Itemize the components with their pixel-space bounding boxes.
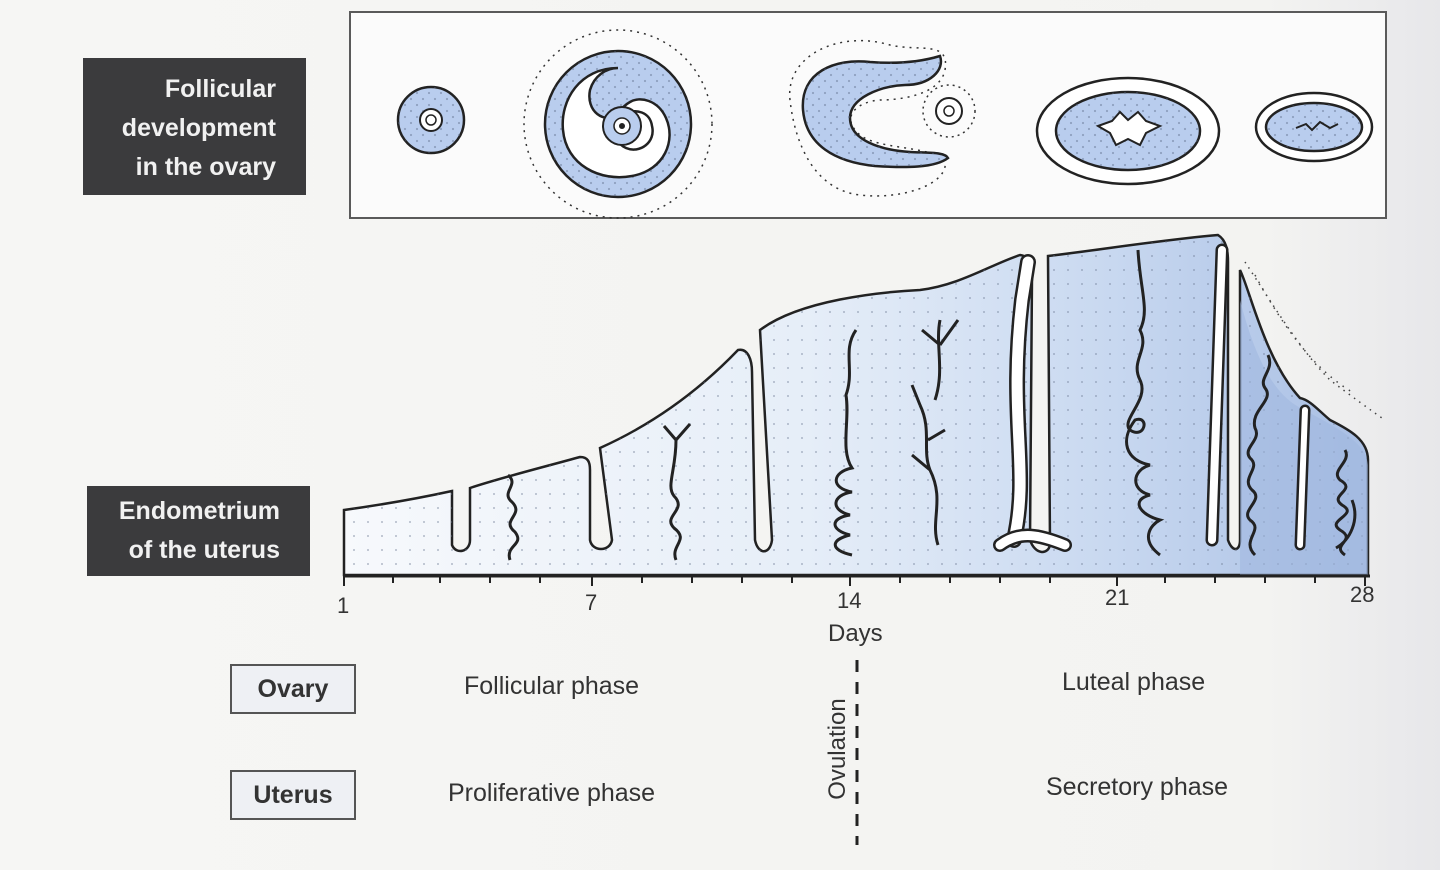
endometrium-profile — [342, 233, 1386, 577]
ovary-row-box: Ovary — [230, 664, 356, 714]
endometrium-label: Endometrium of the uterus — [87, 486, 310, 576]
secondary-follicle — [523, 29, 713, 219]
proliferative-phase-label: Proliferative phase — [448, 779, 656, 807]
tick-day-14: 14 — [837, 588, 862, 613]
uterine-glands — [993, 243, 1311, 552]
follicular-label-line3: in the ovary — [135, 153, 276, 181]
corpus-luteum — [1035, 76, 1221, 186]
endometrium-label-line1: Endometrium — [118, 497, 280, 525]
corpus-albicans — [1254, 91, 1374, 163]
luteal-phase-label: Luteal phase — [1062, 668, 1206, 696]
tick-day-21: 21 — [1105, 585, 1130, 610]
secretory-phase-label: Secretory phase — [1046, 773, 1229, 801]
endometrium-label-line2: of the uterus — [128, 536, 280, 564]
primary-follicle — [396, 85, 466, 155]
follicular-label-line1: Follicular — [164, 75, 276, 103]
tick-day-28: 28 — [1350, 582, 1375, 607]
follicular-development-label: Follicular development in the ovary — [83, 58, 306, 195]
ovulation-label: Ovulation — [824, 698, 851, 800]
days-axis — [343, 574, 1370, 586]
ovulating-follicle — [789, 40, 976, 197]
follicular-phase-label: Follicular phase — [464, 672, 640, 700]
axis-label-days: Days — [828, 620, 883, 647]
follicular-label-line2: development — [121, 114, 276, 142]
coiled-glands — [506, 249, 1357, 561]
uterus-row-box: Uterus — [230, 770, 356, 820]
tick-day-7: 7 — [585, 590, 598, 615]
tick-day-1: 1 — [337, 593, 350, 618]
